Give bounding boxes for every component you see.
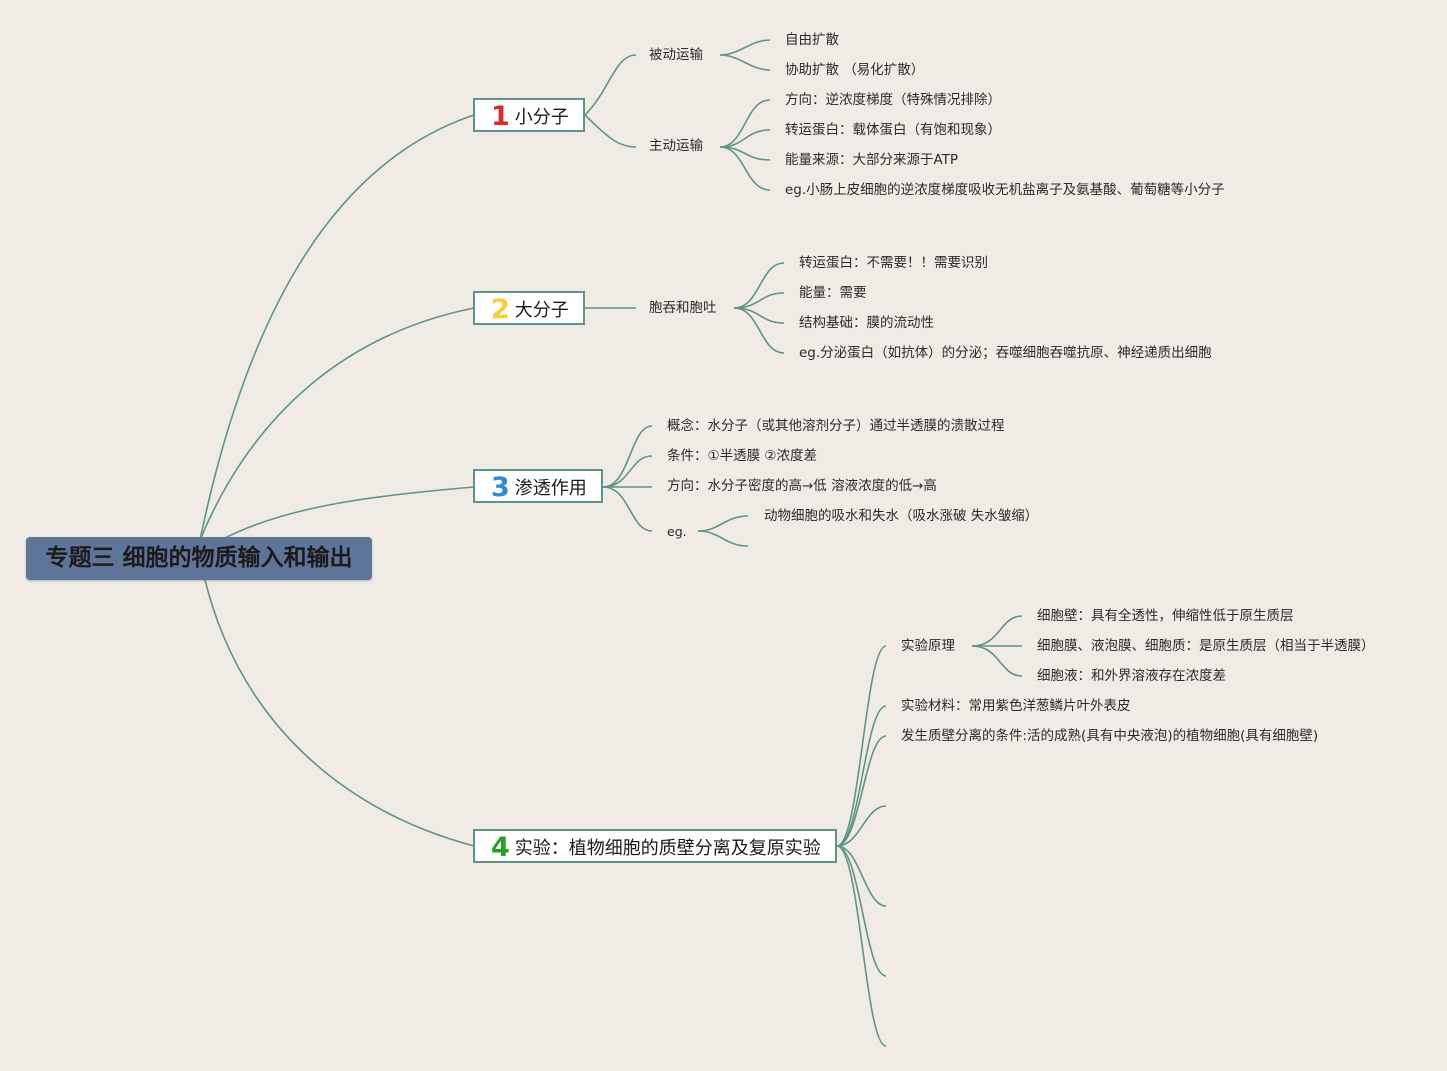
node-osmosis-eg[interactable]: eg. xyxy=(667,524,687,539)
node-endocytosis-exocytosis[interactable]: 胞吞和胞吐 xyxy=(649,300,717,316)
node-principle-cell-wall[interactable]: 细胞壁：具有全透性，伸缩性低于原生质层 xyxy=(1037,608,1294,624)
link-principle-3 xyxy=(971,645,1023,677)
link-1-passive xyxy=(584,54,637,116)
node-osmosis-condition[interactable]: 条件：①半透膜 ②浓度差 xyxy=(667,448,817,464)
node-principle-protoplast-layer[interactable]: 细胞膜、液泡膜、细胞质：是原生质层（相当于半透膜） xyxy=(1037,638,1375,654)
link-endo-1 xyxy=(733,262,785,309)
node-endo-example[interactable]: eg.分泌蛋白（如抗体）的分泌；吞噬细胞吞噬抗原、神经递质出细胞 xyxy=(799,345,1212,361)
link-root-2 xyxy=(199,307,475,541)
node-osmosis-animal-cell[interactable]: 动物细胞的吸水和失水（吸水涨破 失水皱缩） xyxy=(764,508,1039,524)
link-active-4 xyxy=(719,146,771,191)
link-root-4 xyxy=(204,579,475,847)
link-passive-1 xyxy=(719,39,771,56)
link-principle-1 xyxy=(971,615,1023,647)
node-active-example[interactable]: eg.小肠上皮细胞的逆浓度梯度吸收无机盐离子及氨基酸、葡萄糖等小分子 xyxy=(785,182,1225,198)
link-3-4 xyxy=(602,486,653,532)
link-root-1 xyxy=(199,114,475,541)
link-active-2 xyxy=(719,129,771,148)
link-endo-4 xyxy=(733,307,785,354)
node-active-direction[interactable]: 方向：逆浓度梯度（特殊情况排除） xyxy=(785,92,1001,108)
topic-label: 渗透作用 xyxy=(514,478,587,499)
node-active-protein[interactable]: 转运蛋白：载体蛋白（有饱和现象） xyxy=(785,122,1001,138)
link-active-1 xyxy=(719,99,771,148)
link-4-empty-1 xyxy=(836,805,887,847)
node-active-energy[interactable]: 能量来源：大部分来源于ATP xyxy=(785,152,959,168)
link-4-empty-3 xyxy=(836,845,887,977)
node-principle-cell-sap[interactable]: 细胞液：和外界溶液存在浓度差 xyxy=(1037,668,1226,684)
link-1-active xyxy=(584,114,637,148)
number-three-icon: 3 xyxy=(491,472,510,503)
link-eg-1 xyxy=(697,515,749,532)
link-3-1 xyxy=(602,425,653,488)
node-active-transport[interactable]: 主动运输 xyxy=(649,138,703,154)
link-4-material xyxy=(836,705,887,847)
link-4-principle xyxy=(836,645,887,847)
node-endo-energy[interactable]: 能量：需要 xyxy=(799,285,867,301)
link-4-empty-2 xyxy=(836,845,887,907)
topic-label: 实验：植物细胞的质壁分离及复原实验 xyxy=(514,838,821,859)
number-two-icon: 2 xyxy=(491,294,510,325)
node-experiment-principle[interactable]: 实验原理 xyxy=(901,638,955,654)
link-passive-2 xyxy=(719,54,771,71)
node-endo-structure[interactable]: 结构基础：膜的流动性 xyxy=(799,315,934,331)
link-4-condition xyxy=(836,735,887,847)
node-experiment-material[interactable]: 实验材料：常用紫色洋葱鳞片叶外表皮 xyxy=(901,698,1131,714)
number-four-icon: 4 xyxy=(491,832,510,863)
node-facilitated-diffusion[interactable]: 协助扩散 （易化扩散） xyxy=(785,62,925,78)
topic-label: 小分子 xyxy=(514,107,569,128)
link-4-empty-4 xyxy=(836,845,887,1047)
link-eg-2 xyxy=(697,530,749,547)
node-passive-transport[interactable]: 被动运输 xyxy=(649,47,703,63)
root-topic[interactable]: 专题三 细胞的物质输入和输出 xyxy=(26,537,372,580)
number-one-icon: 1 xyxy=(491,101,510,132)
node-osmosis-direction[interactable]: 方向：水分子密度的高→低 溶液浓度的低→高 xyxy=(667,478,937,494)
node-free-diffusion[interactable]: 自由扩散 xyxy=(785,32,839,48)
topic-label: 大分子 xyxy=(514,300,569,321)
node-experiment-condition[interactable]: 发生质壁分离的条件:活的成熟(具有中央液泡)的植物细胞(具有细胞壁) xyxy=(901,728,1319,744)
link-3-2 xyxy=(602,455,653,488)
link-root-3 xyxy=(224,486,475,539)
node-osmosis-concept[interactable]: 概念：水分子（或其他溶剂分子）通过半透膜的溃散过程 xyxy=(667,418,1005,434)
node-endo-protein[interactable]: 转运蛋白：不需要！！需要识别 xyxy=(799,255,988,271)
